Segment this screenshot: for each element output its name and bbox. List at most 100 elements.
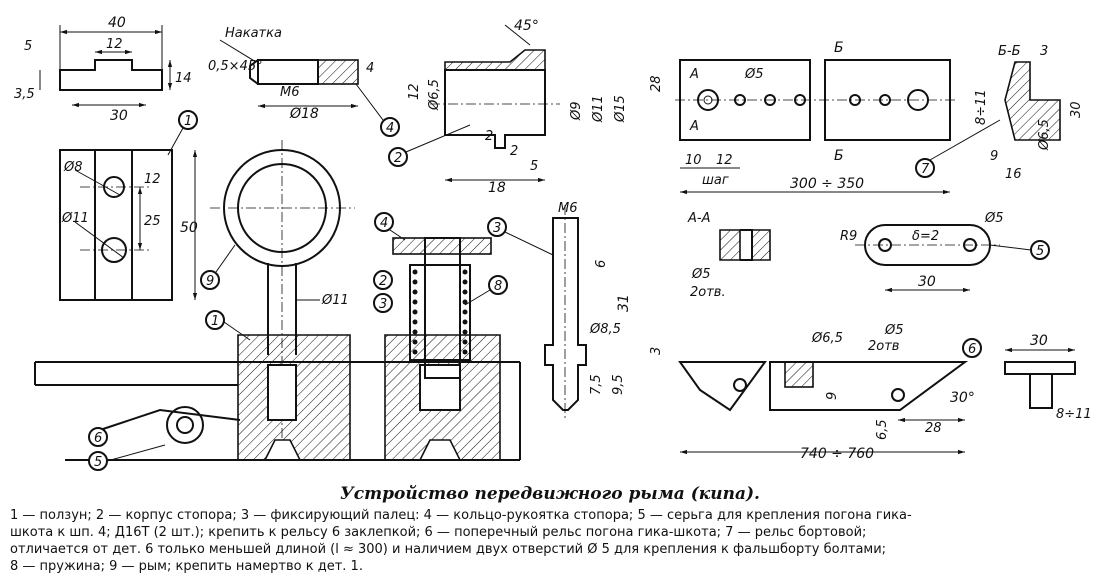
section-mark-a-bottom: А <box>689 119 699 134</box>
dim-d8-5: Ø8,5 <box>589 322 621 337</box>
spring-coil <box>462 349 468 355</box>
dim-8-11a: 8÷11 <box>974 89 989 125</box>
spring-coil <box>462 309 468 315</box>
dim-r9: R9 <box>840 229 857 244</box>
spring-coil <box>412 289 418 295</box>
section-mark-b-top: Б <box>834 40 844 56</box>
slider-plan-view: Ø8 Ø11 12 25 50 1 <box>59 110 198 301</box>
dim-d5: Ø5 <box>744 67 764 82</box>
balloon-8-text: 8 <box>494 279 502 294</box>
step-label: шаг <box>702 173 729 188</box>
side-rail: А А Ø5 Б Б 28 10 12 шаг 300 ÷ 350 7 <box>649 40 1001 195</box>
technical-drawing: 40 12 5 14 3,5 30 Ø8 Ø11 12 25 50 1 Нака… <box>14 15 1092 471</box>
dim-d5-shackle: Ø5 <box>984 211 1004 226</box>
chamfer-label: 0,5×45° <box>208 59 263 74</box>
balloon-1 <box>178 110 198 130</box>
shackle: R9 δ=2 Ø5 30 5 <box>840 211 1050 293</box>
dim-30c: 30 <box>918 274 936 290</box>
dim-3a: 3 <box>1040 44 1048 59</box>
balloon-1-text: 1 <box>184 114 192 129</box>
spring-coil <box>412 299 418 305</box>
balloon-1b-text: 1 <box>211 314 219 329</box>
balloon-6b-text: 6 <box>968 342 976 357</box>
dim-16: 16 <box>1005 167 1022 182</box>
balloon-3a-text: 3 <box>379 297 387 312</box>
dim-30b: 30 <box>1069 101 1084 118</box>
dim-5b: 5 <box>530 159 538 174</box>
angle-45: 45° <box>514 18 539 34</box>
dim-d5f: Ø5 <box>884 323 904 338</box>
balloon-9-text: 9 <box>206 274 214 289</box>
dim-10: 10 <box>685 153 702 168</box>
transverse-rail: 740 ÷ 760 3 Ø6,5 Ø5 2отв 9 6,5 28 30° 6 <box>649 323 982 462</box>
balloon-2b-text: 2 <box>379 274 387 289</box>
dim-6-5d: 6,5 <box>875 419 890 440</box>
dim-28: 28 <box>649 75 664 92</box>
dim-m6: М6 <box>280 85 300 100</box>
dim-25: 25 <box>144 214 161 229</box>
deck-base: 6 5 <box>34 334 521 471</box>
dim-7-5: 7,5 <box>589 374 604 395</box>
dim-12: 12 <box>106 37 123 52</box>
dim-5: 5 <box>24 39 32 54</box>
holes-label: 2отв. <box>690 285 726 300</box>
dim-31: 31 <box>616 294 632 312</box>
figure-legend: 1 — ползун; 2 — корпус стопора; 3 — фикс… <box>10 507 1092 575</box>
dim-2a: 2 <box>485 129 493 144</box>
dim-740-760: 740 ÷ 760 <box>800 446 874 462</box>
rail-cross-section: 30 8÷11 <box>1004 333 1092 422</box>
section-mark-a-top: А <box>689 67 699 82</box>
balloon-7-text: 7 <box>921 162 930 177</box>
section-aa: А-А Ø5 2отв. <box>687 211 771 300</box>
section-bb: Б-Б 3 8÷11 30 Ø6,5 9 16 <box>974 44 1084 182</box>
dim-28b: 28 <box>925 421 942 436</box>
spring-coil <box>412 339 418 345</box>
dim-d15: Ø15 <box>613 95 628 123</box>
dim-50: 50 <box>180 220 198 236</box>
slider-profile: 40 12 5 14 3,5 30 <box>14 15 192 124</box>
dim-18b: 18 <box>488 180 506 196</box>
dim-40: 40 <box>108 15 126 31</box>
spring-coil <box>462 339 468 345</box>
dim-d5-aa: Ø5 <box>691 267 711 282</box>
dim-30: 30 <box>110 108 128 124</box>
dim-d6-5: Ø6,5 <box>427 79 442 111</box>
dim-d6-5c: Ø6,5 <box>811 331 843 346</box>
legend-line: шкота к шп. 4; Д16Т (2 шт.); крепить к р… <box>10 525 867 540</box>
figure-title: Устройство передвижного рыма (кипа). <box>340 484 760 504</box>
spring-coil <box>412 349 418 355</box>
ring-handle: Накатка 0,5×45° М6 Ø18 4 4 <box>208 26 400 137</box>
spring-coil <box>412 319 418 325</box>
spring-coil <box>412 329 418 335</box>
dim-d9: Ø9 <box>569 101 584 121</box>
spring-coil <box>412 269 418 275</box>
balloon-2-text: 2 <box>394 151 402 166</box>
dim-14: 14 <box>175 71 192 86</box>
stopper-assembly: 4 2 3 8 <box>373 212 508 379</box>
balloon-3b-text: 3 <box>493 221 501 236</box>
dim-30d: 30 <box>1030 333 1048 349</box>
delta-label: δ=2 <box>912 229 939 244</box>
section-aa-title: А-А <box>687 211 710 226</box>
dim-d6-5b: Ø6,5 <box>1037 119 1052 151</box>
dim-d8: Ø8 <box>63 160 83 175</box>
dim-d11-ring: Ø11 <box>321 293 349 308</box>
dim-6: 6 <box>594 260 609 268</box>
balloon-4b-text: 4 <box>380 216 388 231</box>
eye-ring-assembly: Ø11 9 1 <box>200 140 355 440</box>
dim-3-5: 3,5 <box>14 87 35 102</box>
dim-12c: 12 <box>716 153 733 168</box>
balloon-5a-text: 5 <box>94 455 102 470</box>
spring-coil <box>462 319 468 325</box>
dim-3b: 3 <box>649 347 664 355</box>
spring-coil <box>412 279 418 285</box>
balloon-5b-text: 5 <box>1036 244 1044 259</box>
legend-line: 1 — ползун; 2 — корпус стопора; 3 — фикс… <box>10 508 912 523</box>
section-mark-b-bottom: Б <box>834 148 844 164</box>
spring-coil <box>462 289 468 295</box>
dim-d11-body: Ø11 <box>591 95 606 123</box>
spring-coil <box>462 299 468 305</box>
balloon-4-text: 4 <box>386 121 394 136</box>
spring-coil <box>412 309 418 315</box>
dim-2b: 2 <box>510 144 518 159</box>
